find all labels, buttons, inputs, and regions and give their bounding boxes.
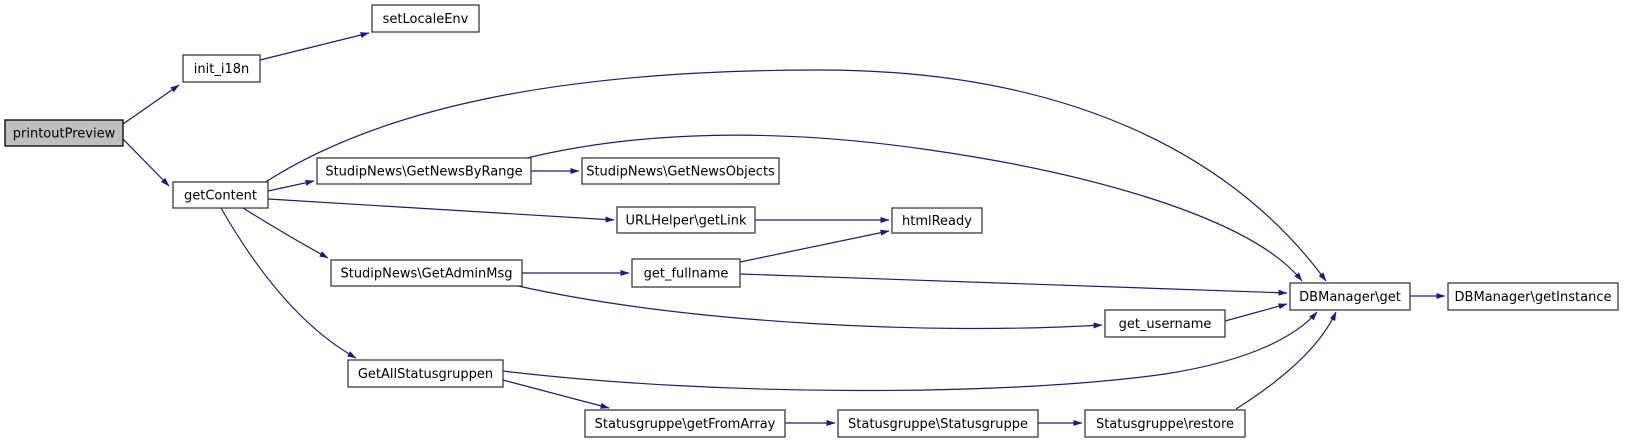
node-box-studipnews-get-admin-msg[interactable] [330, 259, 523, 287]
edge-get-content-to-studipnews-get-news-by-range [267, 179, 315, 192]
node-box-html-ready[interactable] [891, 207, 983, 234]
node-get-content[interactable]: getContent [172, 181, 269, 209]
node-studipnews-get-news-objects[interactable]: StudipNews\GetNewsObjects [581, 157, 780, 185]
edge-layer [122, 32, 1446, 426]
node-box-get-fullname[interactable] [631, 258, 741, 288]
node-label-statusgruppe-restore: Statusgruppe\restore [1096, 417, 1234, 432]
edge-studipnews-get-admin-msg-to-get-username [517, 285, 1103, 330]
node-label-urlhelper-get-link: URLHelper\getLink [625, 214, 747, 229]
edge-get-all-statusgruppen-to-dbmanager-get [502, 311, 1318, 392]
node-studipnews-get-admin-msg[interactable]: StudipNews\GetAdminMsg [330, 259, 523, 287]
node-dbmanager-get-instance[interactable]: DBManager\getInstance [1447, 282, 1619, 311]
edge-init-i18n-to-set-locale-env [259, 32, 370, 61]
node-label-init-i18n: init_i18n [194, 62, 249, 77]
node-label-get-username: get_username [1119, 317, 1212, 332]
node-label-dbmanager-get: DBManager\get [1299, 290, 1401, 305]
edge-get-all-statusgruppen-to-statusgruppe-get-from-array [502, 379, 610, 409]
node-statusgruppe-get-from-array[interactable]: Statusgruppe\getFromArray [584, 409, 786, 438]
edge-get-content-to-get-all-statusgruppen [220, 207, 357, 359]
node-box-get-username[interactable] [1104, 309, 1226, 338]
edge-get-content-to-studipnews-get-admin-msg [242, 207, 329, 259]
node-box-dbmanager-get-instance[interactable] [1447, 282, 1619, 311]
node-label-get-content: getContent [184, 189, 257, 204]
node-statusgruppe-statusgruppe[interactable]: Statusgruppe\Statusgruppe [837, 409, 1039, 438]
node-box-printout-preview[interactable] [4, 119, 124, 147]
edge-get-fullname-to-dbmanager-get [739, 273, 1288, 296]
edge-get-content-to-urlhelper-get-link [267, 198, 615, 223]
node-label-get-all-statusgruppen: GetAllStatusgruppen [358, 367, 493, 382]
node-box-statusgruppe-statusgruppe[interactable] [837, 409, 1039, 438]
node-box-studipnews-get-news-by-range[interactable] [316, 157, 532, 185]
node-label-statusgruppe-statusgruppe: Statusgruppe\Statusgruppe [848, 417, 1028, 432]
node-box-studipnews-get-news-objects[interactable] [581, 157, 780, 185]
node-box-init-i18n[interactable] [182, 54, 261, 83]
node-html-ready[interactable]: htmlReady [891, 207, 983, 234]
node-get-fullname[interactable]: get_fullname [631, 258, 741, 288]
node-label-dbmanager-get-instance: DBManager\getInstance [1455, 290, 1612, 305]
node-box-get-all-statusgruppen[interactable] [347, 359, 504, 388]
edge-get-fullname-to-html-ready [739, 229, 890, 263]
node-init-i18n[interactable]: init_i18n [182, 54, 261, 83]
node-printout-preview[interactable]: printoutPreview [4, 119, 124, 147]
edge-statusgruppe-restore-to-dbmanager-get [1235, 311, 1337, 410]
node-label-studipnews-get-admin-msg: StudipNews\GetAdminMsg [340, 267, 512, 282]
node-get-all-statusgruppen[interactable]: GetAllStatusgruppen [347, 359, 504, 388]
edge-get-content-to-dbmanager-get [263, 69, 1327, 282]
node-label-statusgruppe-get-from-array: Statusgruppe\getFromArray [595, 417, 776, 432]
node-label-studipnews-get-news-objects: StudipNews\GetNewsObjects [586, 165, 775, 180]
edge-get-username-to-dbmanager-get [1224, 303, 1288, 322]
edge-printout-preview-to-get-content [122, 138, 170, 187]
node-box-get-content[interactable] [172, 181, 269, 209]
node-label-printout-preview: printoutPreview [13, 127, 116, 142]
node-box-dbmanager-get[interactable] [1289, 282, 1411, 311]
edge-studipnews-get-news-by-range-to-dbmanager-get [522, 134, 1303, 282]
node-box-statusgruppe-restore[interactable] [1084, 409, 1246, 438]
node-label-html-ready: htmlReady [902, 214, 972, 229]
node-layer: printoutPreview init_i18n setLocaleEnv getC… [4, 4, 1619, 438]
node-studipnews-get-news-by-range[interactable]: StudipNews\GetNewsByRange [316, 157, 532, 185]
node-box-set-locale-env[interactable] [371, 4, 480, 33]
node-label-get-fullname: get_fullname [644, 267, 729, 282]
node-label-set-locale-env: setLocaleEnv [383, 12, 469, 27]
node-get-username[interactable]: get_username [1104, 309, 1226, 338]
node-box-urlhelper-get-link[interactable] [616, 206, 756, 234]
node-box-statusgruppe-get-from-array[interactable] [584, 409, 786, 438]
node-dbmanager-get[interactable]: DBManager\get [1289, 282, 1411, 311]
node-statusgruppe-restore[interactable]: Statusgruppe\restore [1084, 409, 1246, 438]
node-urlhelper-get-link[interactable]: URLHelper\getLink [616, 206, 756, 234]
node-set-locale-env[interactable]: setLocaleEnv [371, 4, 480, 33]
edge-printout-preview-to-init-i18n [122, 84, 180, 125]
node-label-studipnews-get-news-by-range: StudipNews\GetNewsByRange [325, 165, 522, 180]
